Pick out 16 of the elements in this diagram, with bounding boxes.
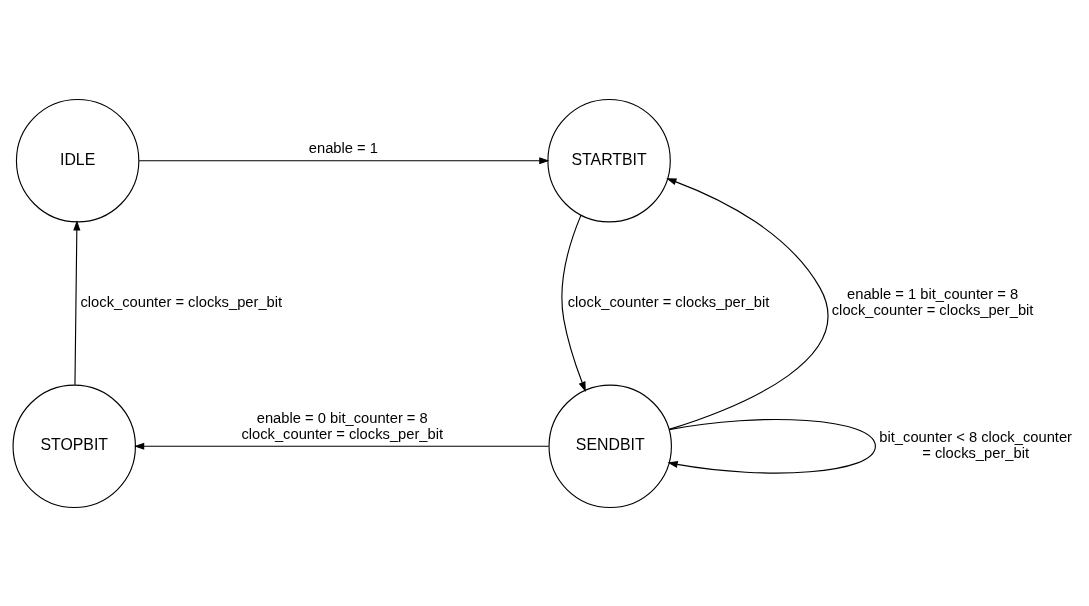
arrow [73, 219, 81, 385]
arrow [666, 177, 829, 430]
node-circle: STOPBIT [12, 384, 136, 508]
arrow [667, 418, 876, 474]
arrow [134, 442, 550, 450]
edge-label: enable = 1 [308, 139, 378, 156]
arrow [561, 214, 586, 392]
edge-label: bit_counter < 8 clock_counter = clocks_per_bit [879, 428, 1073, 461]
node-circle: STARTBIT [547, 98, 671, 222]
edge-label: enable = 0 bit_counter = 8 clock_counter = clocks_per_bit [241, 409, 444, 442]
edge-label: clock_counter = clocks_per_bit [80, 293, 283, 310]
node-circle: IDLE [15, 98, 140, 222]
arrow [138, 156, 550, 164]
edge-label: clock_counter = clocks_per_bit [567, 293, 770, 310]
edge-label: enable = 1 bit_counter = 8 clock_counter = clocks_per_bit [831, 285, 1034, 318]
node-circle: SENDBIT [548, 384, 672, 508]
